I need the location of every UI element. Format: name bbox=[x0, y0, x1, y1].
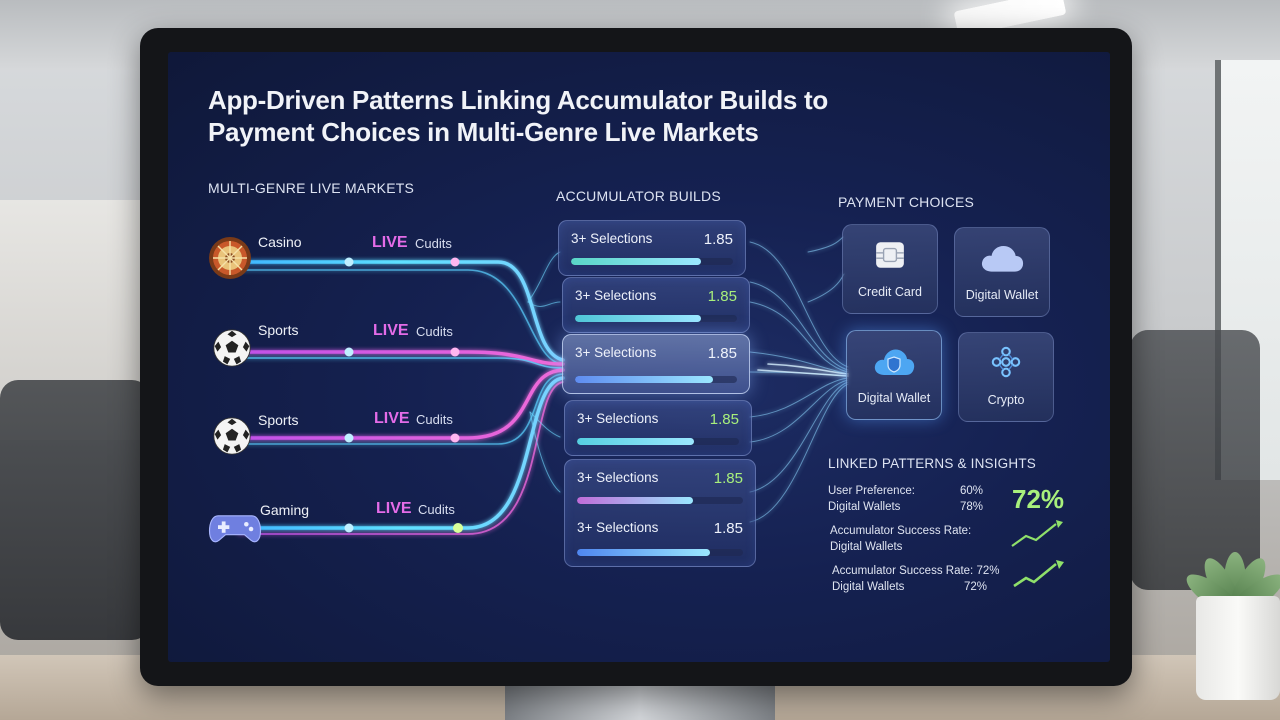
accumulator-progress bbox=[575, 376, 737, 383]
cloud-wallet-icon bbox=[981, 245, 1024, 272]
plant-pot bbox=[1196, 596, 1280, 700]
dashboard-screen: App-Driven Patterns Linking Accumulator … bbox=[168, 52, 1110, 662]
flow-line-sports1b bbox=[237, 357, 564, 369]
insight-label: Accumulator Success Rate: bbox=[830, 525, 972, 537]
room-chair bbox=[0, 380, 150, 640]
room-chair bbox=[1130, 330, 1260, 590]
roulette-icon bbox=[209, 237, 251, 279]
flow-lines bbox=[236, 236, 849, 535]
credit-card-chip-icon bbox=[876, 242, 904, 268]
payment-option-digital-wallet-highlighted[interactable]: Digital Wallet bbox=[846, 330, 942, 420]
market-row-casino[interactable]: Casino LIVE Cudits bbox=[208, 232, 468, 292]
flow-line-sports2 bbox=[236, 368, 565, 440]
accumulator-progress bbox=[577, 497, 743, 504]
accumulator-progress-fill bbox=[575, 315, 702, 322]
trend-up-icon bbox=[1013, 560, 1064, 588]
crypto-network-icon bbox=[991, 346, 1021, 378]
insight-value: 78% bbox=[960, 501, 984, 513]
cloud-shield-icon bbox=[874, 349, 915, 375]
accumulator-label: 3+ Selections bbox=[577, 470, 659, 485]
accumulator-odds: 1.85 bbox=[707, 345, 737, 362]
accumulator-label: 3+ Selections bbox=[575, 288, 657, 303]
flow-line-gaming-b bbox=[237, 381, 564, 535]
accumulator-progress bbox=[577, 549, 743, 556]
insight-sublabel: Digital Wallets bbox=[832, 581, 905, 593]
market-row-gaming[interactable]: Gaming LIVE Cudits bbox=[208, 500, 468, 560]
page-title: App-Driven Patterns Linking Accumulator … bbox=[208, 85, 828, 147]
payment-option-crypto[interactable]: Crypto bbox=[958, 332, 1054, 422]
section-header-markets: MULTI-GENRE LIVE MARKETS bbox=[208, 180, 415, 196]
section-header-accumulator: ACCUMULATOR BUILDS bbox=[556, 188, 721, 204]
insight-value: 60% bbox=[960, 485, 984, 497]
soccer-ball-icon bbox=[213, 417, 251, 455]
accumulator-odds: 1.85 bbox=[709, 411, 739, 428]
accumulator-card[interactable]: 3+ Selections 1.85 bbox=[564, 400, 752, 456]
payment-label: Credit Card bbox=[858, 285, 922, 299]
insight-row-success: Accumulator Success Rate: Digital Wallet… bbox=[830, 520, 1080, 564]
market-name: Sports bbox=[258, 322, 299, 338]
accumulator-progress-fill bbox=[571, 258, 701, 265]
flow-line-sports1 bbox=[236, 350, 565, 366]
insight-label: User Preference: bbox=[828, 485, 915, 497]
insight-row-success-rate: Accumulator Success Rate: 72% Digital Wa… bbox=[832, 560, 1082, 604]
accumulator-card[interactable]: 3+ Selections 1.85 bbox=[562, 277, 750, 333]
flow-line-sports2b bbox=[237, 373, 564, 445]
payment-option-digital-wallet[interactable]: Digital Wallet bbox=[954, 227, 1050, 317]
accumulator-odds: 1.85 bbox=[713, 470, 743, 487]
payment-option-credit-card[interactable]: Credit Card bbox=[842, 224, 938, 314]
payment-label: Crypto bbox=[987, 393, 1025, 407]
live-badge: LIVE bbox=[372, 234, 408, 251]
accumulator-progress-fill bbox=[577, 438, 694, 445]
insight-highlight-percent: 72% bbox=[1012, 484, 1065, 514]
accumulator-odds: 1.85 bbox=[707, 288, 737, 305]
accumulator-label: 3+ Selections bbox=[577, 520, 659, 535]
market-name: Sports bbox=[258, 412, 299, 428]
market-name: Casino bbox=[258, 234, 302, 250]
soccer-ball-icon bbox=[213, 329, 251, 367]
live-badge: LIVE bbox=[373, 322, 409, 339]
accumulator-odds: 1.85 bbox=[713, 520, 743, 537]
accumulator-odds: 1.85 bbox=[703, 231, 733, 248]
insight-sublabel: Digital Wallets bbox=[828, 501, 901, 513]
flow-line-casino bbox=[236, 260, 565, 362]
accumulator-progress bbox=[571, 258, 733, 265]
accumulator-card-group[interactable]: 3+ Selections 1.85 3+ Selections 1.85 bbox=[564, 459, 756, 567]
accumulator-label: 3+ Selections bbox=[575, 345, 657, 360]
accumulator-progress-fill bbox=[577, 497, 694, 504]
accumulator-progress-fill bbox=[575, 376, 713, 383]
payment-label: Digital Wallet bbox=[857, 391, 931, 405]
market-name: Gaming bbox=[260, 502, 310, 518]
credits-label: Cudits bbox=[416, 412, 453, 427]
trend-up-icon bbox=[1011, 520, 1063, 547]
credits-label: Cudits bbox=[416, 324, 453, 339]
insight-sublabel: Digital Wallets bbox=[830, 541, 903, 553]
insight-label: Accumulator Success Rate: 72% bbox=[832, 565, 1000, 577]
flow-nodes bbox=[344, 257, 463, 533]
credits-label: Cudits bbox=[418, 502, 455, 517]
live-badge: LIVE bbox=[374, 410, 410, 427]
accumulator-card-selected[interactable]: 3+ Selections 1.85 bbox=[562, 334, 750, 394]
accumulator-card[interactable]: 3+ Selections 1.85 bbox=[558, 220, 746, 276]
payment-label: Digital Wallet bbox=[965, 288, 1039, 302]
insight-row-preference: User Preference: Digital Wallets 60% 78%… bbox=[828, 484, 1078, 524]
market-row-sports[interactable]: Sports LIVE Cudits bbox=[208, 410, 468, 470]
gamepad-icon bbox=[208, 515, 262, 543]
insight-value: 72% bbox=[964, 581, 988, 593]
accumulator-progress bbox=[577, 438, 739, 445]
credits-label: Cudits bbox=[415, 236, 452, 251]
accumulator-progress-fill bbox=[577, 549, 710, 556]
flow-line-gaming bbox=[236, 376, 565, 530]
market-row-sports[interactable]: Sports LIVE Cudits bbox=[208, 322, 468, 382]
accumulator-label: 3+ Selections bbox=[577, 411, 659, 426]
plant bbox=[1181, 520, 1280, 620]
live-badge: LIVE bbox=[376, 500, 412, 517]
section-header-payment: PAYMENT CHOICES bbox=[838, 194, 975, 210]
accumulator-label: 3+ Selections bbox=[571, 231, 653, 246]
section-header-insights: LINKED PATTERNS & INSIGHTS bbox=[828, 456, 1036, 471]
flow-line-casino-lower bbox=[237, 269, 564, 365]
accumulator-progress bbox=[575, 315, 737, 322]
